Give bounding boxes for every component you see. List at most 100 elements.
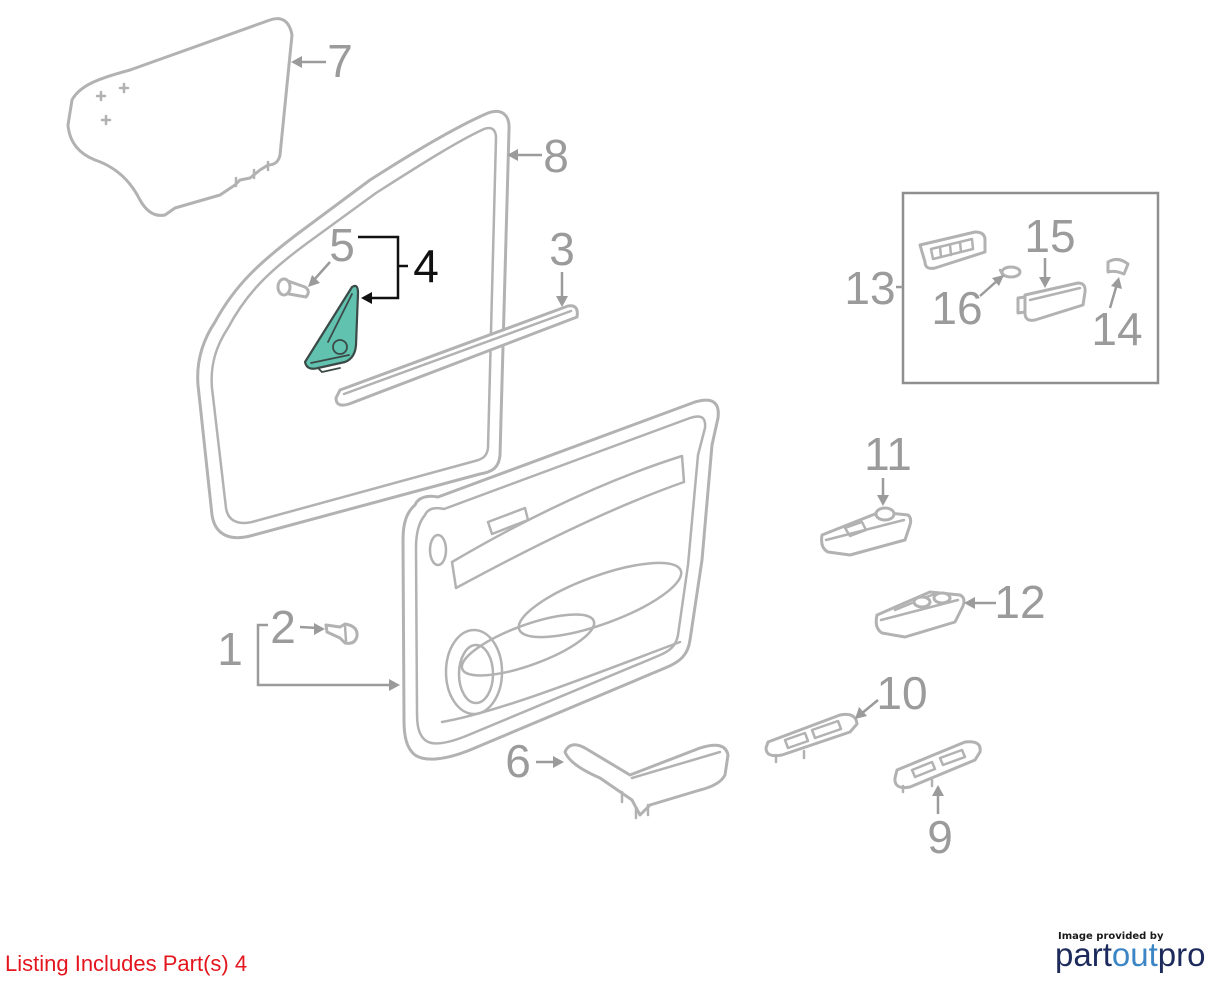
panel-outer: [401, 398, 720, 761]
part-12-master-switch: [874, 590, 966, 639]
arrowhead-7: [291, 56, 302, 68]
label-3: 3: [549, 223, 575, 275]
glass-outline: [66, 17, 294, 217]
screw-head: [276, 277, 292, 297]
molding-edge: [342, 309, 573, 396]
weatherstrip-inner: [210, 126, 498, 525]
arrowhead-5: [308, 275, 320, 287]
arrowhead-11: [877, 495, 889, 506]
panel-speaker-inner: [457, 643, 495, 705]
mirror-cover-hole: [332, 339, 348, 355]
part-14-clip: [1106, 257, 1130, 276]
arrowhead-9: [932, 785, 944, 796]
lens-edge: [1028, 286, 1082, 302]
part-10-switch-plate: [764, 712, 859, 764]
label-5: 5: [329, 219, 355, 271]
leader-16: [979, 279, 999, 297]
arrowhead-10: [855, 707, 867, 719]
label-7: 7: [327, 35, 353, 87]
callout-9: 9: [927, 785, 953, 863]
lamp-housing-opening: [929, 237, 975, 261]
label-16: 16: [931, 282, 982, 334]
callout-15: 15: [1024, 210, 1076, 288]
plate-10-openings: [783, 719, 843, 750]
clip-14-body: [1106, 257, 1130, 276]
label-12: 12: [994, 576, 1045, 628]
bezel-9-pegs: [901, 778, 934, 794]
part-6-armrest-handle: [563, 743, 730, 820]
part-1-door-trim-panel: [401, 398, 720, 761]
leader-5: [312, 261, 331, 282]
part-5-screw: [276, 277, 310, 299]
callout-4: 4: [358, 235, 439, 304]
glass-tabs: [234, 160, 270, 188]
callout-14: 14: [1091, 277, 1143, 355]
plate-10-pegs: [774, 749, 806, 764]
panel-pocket: [460, 613, 596, 677]
callout-1: 1: [217, 623, 400, 691]
part-3-belt-molding: [334, 304, 579, 407]
bezel-9-openings: [910, 748, 967, 779]
arrowhead-15: [1039, 277, 1051, 288]
callout-10: 10: [855, 667, 928, 719]
panel-armrest: [517, 561, 683, 639]
label-2: 2: [270, 601, 296, 653]
callout-5: 5: [308, 219, 355, 287]
callout-12: 12: [964, 576, 1046, 628]
glass-marks: [95, 82, 130, 126]
label-10: 10: [876, 667, 927, 719]
switch-12-knob-b: [932, 591, 952, 605]
panel-handle-recess: [486, 506, 530, 536]
arrowhead-8: [507, 149, 518, 161]
clip-outline: [324, 622, 359, 645]
callout-2: 2: [270, 601, 325, 653]
leader-14: [1108, 283, 1119, 309]
callout-6: 6: [505, 735, 564, 787]
label-15: 15: [1024, 210, 1075, 262]
panel-lower-line: [440, 640, 682, 724]
panel-upper-trim: [450, 454, 686, 590]
label-6: 6: [505, 735, 531, 787]
lamp-assembly-box: 13 16 15 14: [844, 191, 1160, 385]
panel-tweeter: [428, 533, 448, 567]
logo-part: part: [1055, 936, 1112, 973]
clip-rib: [343, 624, 348, 643]
label-8: 8: [543, 130, 569, 182]
part-4-mirror-cover-highlighted: [303, 284, 360, 373]
bulb-glass: [1000, 265, 1022, 279]
part-15-lamp-lens: [1016, 281, 1087, 322]
lens-tab: [1016, 295, 1027, 315]
label-13: 13: [844, 262, 895, 314]
bracket-4: [358, 235, 400, 300]
callout-16: 16: [931, 275, 1004, 334]
handle-outline: [563, 743, 730, 817]
switch-11-knob: [874, 506, 896, 522]
switch-11-body: [820, 510, 913, 557]
label-9: 9: [927, 811, 953, 863]
callout-7: 7: [291, 35, 353, 87]
part-7-window-glass: [66, 17, 294, 217]
callout-11: 11: [864, 428, 912, 506]
switch-12-knob-a: [912, 595, 932, 609]
arrowhead-14: [1111, 277, 1122, 289]
lens-body: [1023, 281, 1087, 322]
callout-8: 8: [507, 130, 569, 182]
callout-13: 13: [844, 262, 903, 314]
lamp-housing-body: [918, 230, 987, 270]
logo-pro: pro: [1158, 936, 1206, 973]
arrowhead-2: [314, 623, 325, 635]
arrowhead-6: [553, 756, 564, 768]
logo-tagline: Image provided by: [1058, 931, 1164, 942]
switch-11-details: [824, 518, 906, 542]
leader-10: [860, 699, 879, 715]
logo-out: out: [1112, 936, 1158, 973]
plate-10-body: [764, 712, 859, 758]
label-1: 1: [217, 623, 243, 675]
bezel-9-body: [893, 740, 982, 790]
arrowhead-4: [361, 292, 372, 304]
part-9-switch-bezel: [893, 740, 982, 794]
arrowhead-3: [556, 296, 568, 307]
part-13-lamp-housing: [918, 230, 987, 270]
provider-logo: Image provided by partoutpro: [1055, 931, 1205, 973]
callout-3: 3: [549, 223, 575, 307]
